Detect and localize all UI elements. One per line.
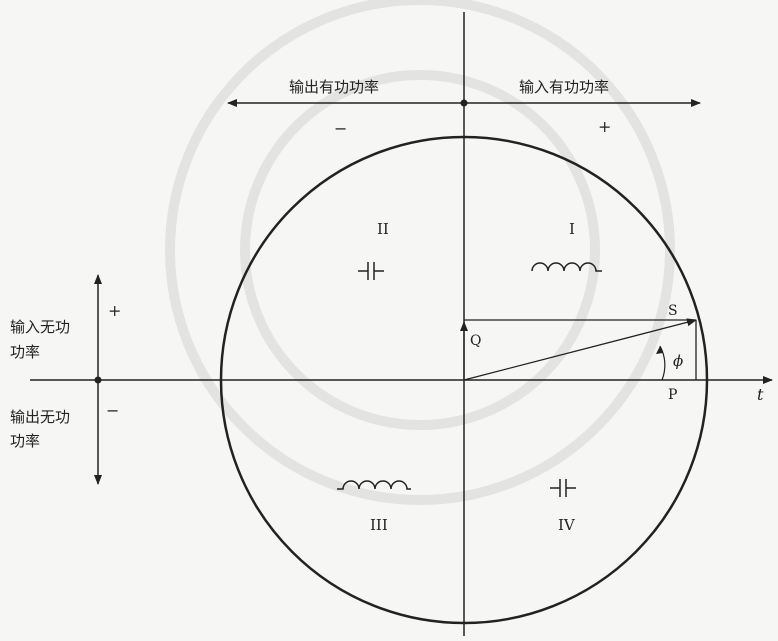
input-reactive-power-label-line1: 输入无功 — [10, 318, 70, 336]
point-s-label: S — [668, 303, 678, 319]
point-q-label: Q — [470, 333, 481, 349]
capacitor-icon — [550, 479, 576, 497]
input-reactive-power-label-line2: 功率 — [10, 343, 40, 361]
output-reactive-power-label-line2: 功率 — [10, 432, 40, 450]
output-active-power-label: 输出有功功率 — [289, 78, 379, 96]
quadrant-3-label: III — [370, 516, 388, 534]
input-active-power-label: 输入有功功率 — [519, 78, 609, 96]
inductor-icon — [531, 262, 602, 272]
phi-angle-label: ϕ — [673, 352, 683, 370]
point-p-label: P — [668, 387, 677, 403]
quadrant-1-label: I — [569, 220, 575, 238]
apparent-power-vector — [463, 318, 697, 381]
power-circle — [219, 135, 709, 625]
output-reactive-power-label-line1: 输出无功 — [10, 408, 70, 426]
quadrant-4-label: IV — [558, 516, 576, 534]
inductor-icon — [337, 480, 411, 490]
positive-sign-left: + — [108, 301, 121, 320]
phi-angle-arc — [659, 345, 666, 381]
left-origin-dot — [94, 376, 102, 384]
t-axis-label: t — [757, 385, 764, 404]
capacitor-icon — [358, 262, 384, 280]
quadrant-2-label: II — [377, 220, 389, 238]
top-origin-dot — [460, 99, 468, 107]
phi-angle-arrowhead — [656, 346, 663, 354]
negative-sign-top: − — [334, 119, 347, 138]
background-watermark — [165, 0, 675, 505]
negative-sign-left: − — [106, 401, 119, 420]
positive-sign-top: + — [598, 117, 611, 136]
